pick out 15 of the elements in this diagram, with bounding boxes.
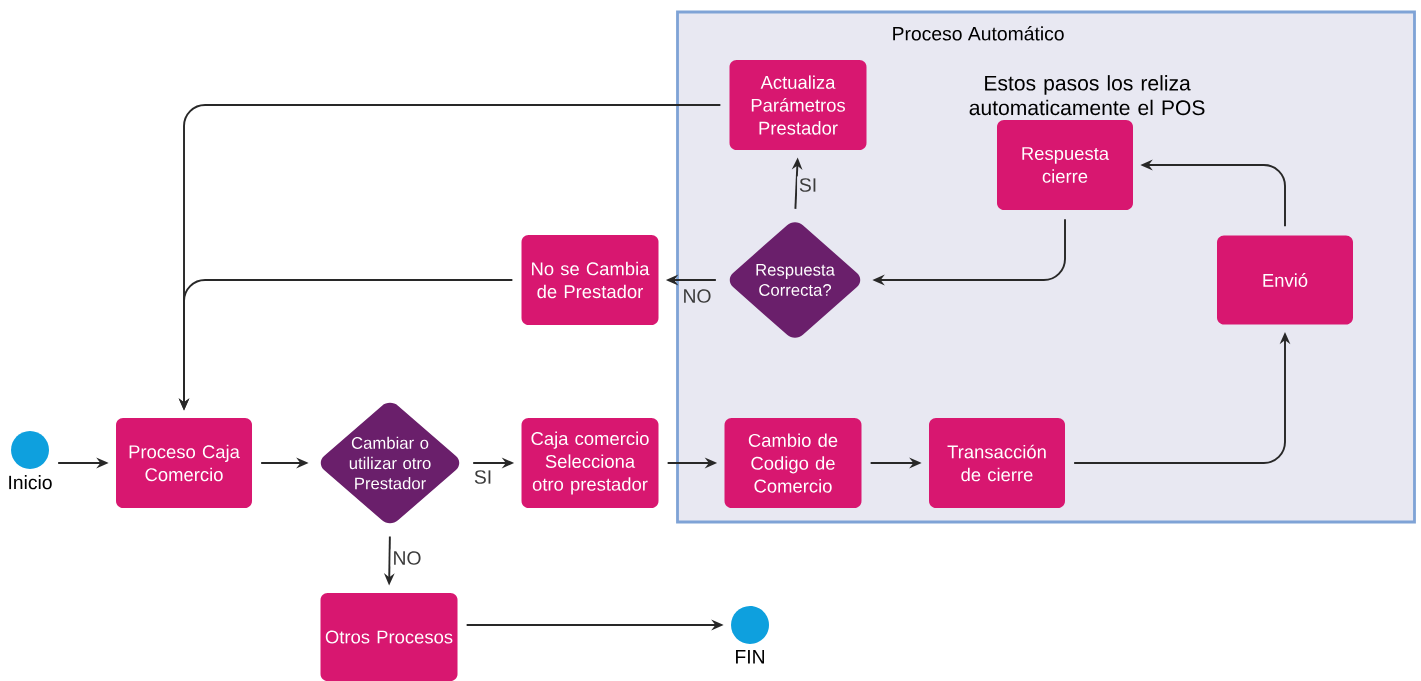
process-box: Proceso Caja Comercio <box>116 418 252 508</box>
process-box: Actualiza Parámetros Prestador <box>729 60 867 150</box>
edge-label: SI <box>472 468 494 486</box>
terminal-label: FIN <box>736 650 764 664</box>
edge-label: NO <box>680 287 714 305</box>
process-box: No se Cambia de Prestador <box>521 235 659 325</box>
process-box: Caja comercio Selecciona otro prestador <box>521 418 659 508</box>
process-box: Cambio de Codigo de Comercio <box>724 418 862 508</box>
edge-label: NO <box>390 549 424 567</box>
process-box: Envió <box>1217 235 1353 325</box>
process-box: Transacción de cierre <box>929 418 1065 508</box>
edge-label: SI <box>797 176 819 194</box>
process-box: Respuesta cierre <box>997 120 1133 210</box>
process-box: Otros Procesos <box>320 593 458 681</box>
terminal-label: Inicio <box>9 475 52 490</box>
